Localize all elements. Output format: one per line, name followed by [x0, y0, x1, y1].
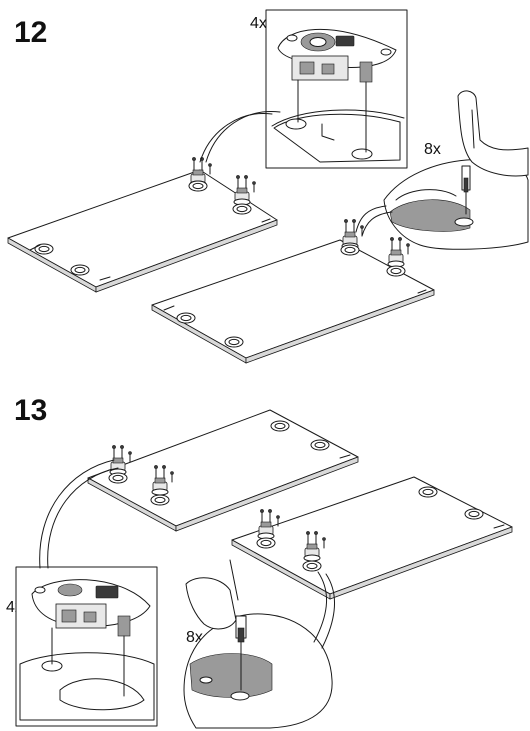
step-13-number: 13: [14, 394, 48, 427]
step-12-screw-detail: [355, 90, 529, 250]
step-13-screw-detail: [183, 559, 335, 729]
step-12-hinge-detail: [199, 9, 408, 169]
step-12-screw-quantity: 8x: [424, 141, 441, 158]
step-13-hinge-detail: [15, 459, 158, 727]
step-12-hinge-quantity: 4x: [250, 15, 267, 32]
step-12-number: 12: [14, 16, 48, 49]
step-12-panel-right: [151, 239, 435, 364]
step-13-panel-lower: [231, 476, 513, 600]
step-12-panel-left: [7, 169, 278, 293]
